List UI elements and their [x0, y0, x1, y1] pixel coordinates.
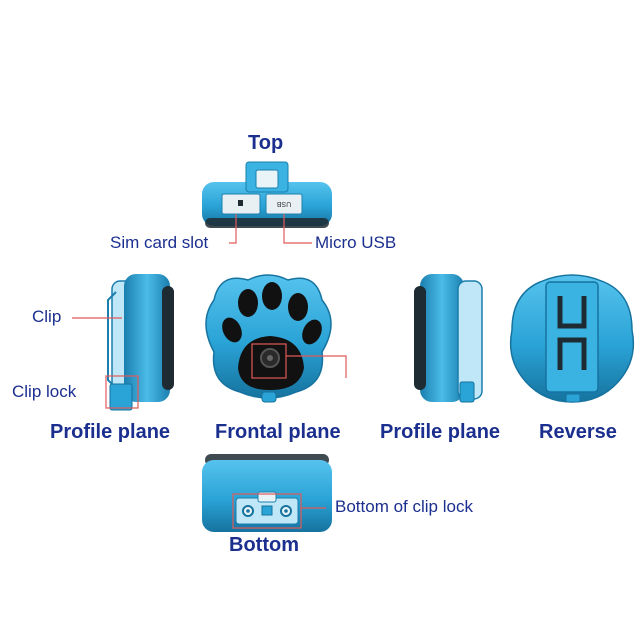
frontal-heading: Frontal plane [215, 421, 341, 443]
right-profile-device [414, 274, 483, 403]
usb-port-label: USB [276, 200, 291, 207]
top-heading: Top [248, 132, 284, 154]
reverse-device [509, 274, 635, 403]
reverse-heading: Reverse [539, 421, 617, 443]
frontal-leaders [251, 343, 347, 379]
top-view-device: USB [202, 161, 332, 228]
left-leaders [72, 317, 139, 409]
left-profile-device [107, 274, 174, 411]
profile-right-heading: Profile plane [380, 421, 501, 443]
bottom-of-clip-lock-callout: Bottom of clip lock [335, 497, 473, 516]
bottom-view-device [202, 454, 332, 532]
top-leaders [229, 214, 312, 244]
bottom-leaders [232, 493, 326, 529]
micro-usb-callout: Micro USB [315, 233, 397, 252]
bottom-heading: Bottom [229, 534, 299, 556]
clip-lock-callout: Clip lock [12, 382, 77, 401]
frontal-paw-device [205, 274, 332, 403]
profile-left-heading: Profile plane [50, 421, 171, 443]
sim-card-slot-callout: Sim card slot [110, 233, 209, 252]
clip-callout: Clip [32, 307, 62, 326]
